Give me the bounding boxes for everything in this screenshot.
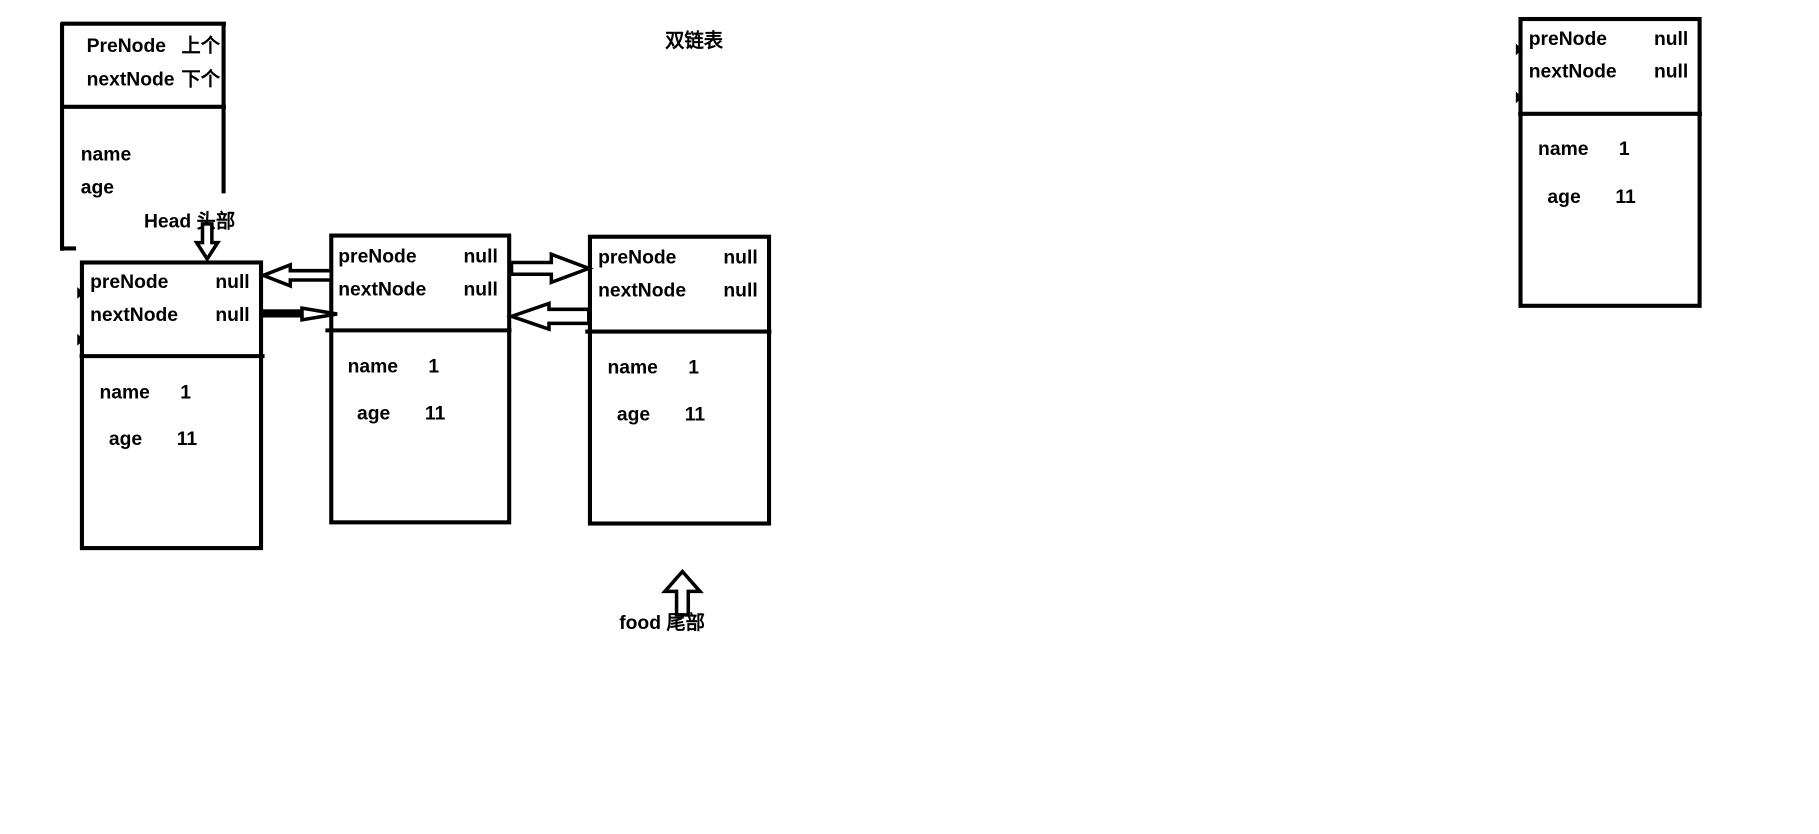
pre-node-label: preNode [338, 246, 417, 267]
legend-pre-desc: 上个 [181, 34, 220, 57]
pointer-tip-icon [1515, 91, 1523, 104]
arrow-left-icon [506, 300, 591, 332]
node-1: preNode null nextNode null name 1 age 11 [77, 260, 265, 551]
age-label: age [1547, 187, 1581, 208]
head-down-arrow-icon [193, 222, 221, 263]
pointer-tip-icon [77, 287, 85, 299]
arrow-right-icon [509, 251, 594, 285]
age-label: age [617, 405, 651, 426]
legend-next-desc: 下个 [181, 68, 220, 91]
next-node-value: null [723, 280, 757, 301]
age-value: 11 [177, 429, 198, 450]
legend-age-label: age [81, 177, 115, 198]
name-value: 1 [688, 358, 699, 379]
legend-name-label: name [81, 145, 132, 166]
name-label: name [608, 358, 659, 379]
next-node-value: null [215, 305, 249, 326]
node-2: preNode null nextNode null name 1 age 11 [325, 233, 512, 525]
node-box [79, 260, 264, 551]
name-value: 1 [1619, 139, 1630, 160]
age-label: age [109, 429, 143, 450]
next-node-label: nextNode [90, 305, 178, 326]
diagram-title: 双链表 [665, 29, 724, 52]
next-node-label: nextNode [1529, 62, 1617, 83]
age-value: 11 [1615, 187, 1636, 208]
arrow-right-shaft [262, 309, 307, 318]
age-value: 11 [685, 405, 706, 426]
name-label: name [99, 382, 150, 403]
node-3: preNode null nextNode null name 1 age 11 [585, 234, 772, 526]
pre-node-label: preNode [90, 272, 169, 293]
next-node-label: nextNode [338, 279, 426, 300]
pre-node-value: null [723, 248, 757, 269]
next-node-value: null [1654, 62, 1688, 83]
next-node-value: null [464, 279, 498, 300]
pre-node-value: null [215, 272, 249, 293]
arrow-left-icon [258, 262, 334, 289]
legend-next-label: nextNode [87, 70, 175, 91]
legend-box: PreNode 上个 nextNode 下个 name age [59, 21, 226, 251]
tail-label: food 尾部 [619, 611, 705, 634]
name-label: name [348, 357, 399, 378]
pre-node-label: preNode [1529, 29, 1608, 50]
pointer-tip-icon [77, 333, 85, 346]
pre-node-label: preNode [598, 248, 677, 269]
next-node-label: nextNode [598, 280, 686, 301]
name-value: 1 [428, 357, 439, 378]
age-value: 11 [425, 403, 446, 424]
name-label: name [1538, 139, 1589, 160]
node-4: preNode null nextNode null name 1 age 11 [1515, 16, 1702, 308]
head-label: Head 头部 [144, 209, 235, 232]
node-box [329, 233, 512, 525]
node-box [587, 234, 772, 526]
name-value: 1 [180, 382, 191, 403]
tail-up-arrow-icon [660, 568, 704, 617]
legend-pre-label: PreNode [87, 36, 167, 57]
pre-node-value: null [1654, 29, 1688, 50]
pointer-tip-icon [1515, 43, 1523, 56]
age-label: age [357, 403, 391, 424]
node-box [1518, 16, 1702, 308]
arrow-right-icon [300, 306, 338, 322]
pre-node-value: null [464, 246, 498, 267]
